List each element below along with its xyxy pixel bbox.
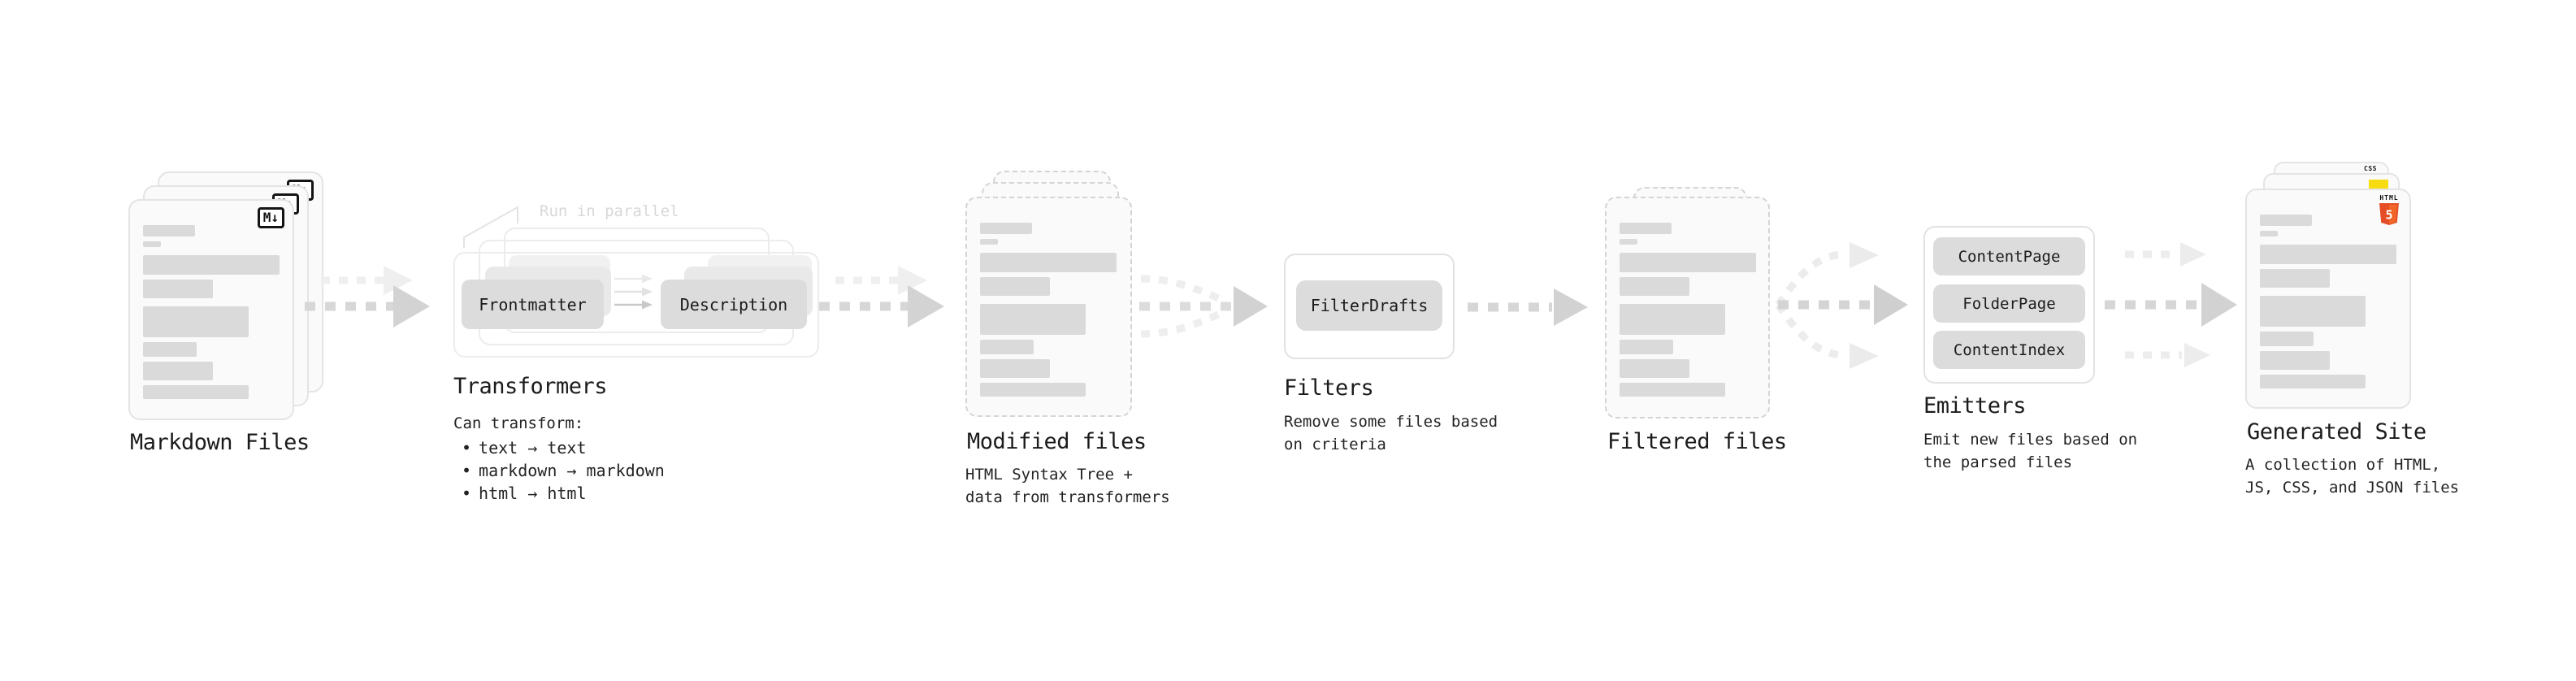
document-card-front: M↓ bbox=[128, 199, 294, 420]
flow-arrow-emitters-to-generated bbox=[2105, 242, 2237, 367]
placeholder-text-bar bbox=[2260, 245, 2396, 264]
chip-filterdrafts: FilterDrafts bbox=[1296, 280, 1442, 331]
placeholder-text-bar bbox=[1620, 239, 1637, 245]
placeholder-text-bar bbox=[143, 385, 249, 399]
placeholder-text-bar bbox=[1620, 359, 1689, 378]
placeholder-text-bar bbox=[2260, 269, 2330, 288]
javascript-icon bbox=[2369, 180, 2388, 191]
node-label-modified-files: Modified files bbox=[967, 429, 1147, 454]
bullet-text: text → text bbox=[479, 438, 587, 458]
placeholder-text-bar bbox=[980, 253, 1117, 272]
placeholder-text-bar bbox=[1620, 383, 1725, 397]
placeholder-text-bar bbox=[143, 241, 161, 247]
chip-folderpage: FolderPage bbox=[1933, 284, 2085, 323]
caption-line: HTML Syntax Tree + bbox=[965, 466, 1133, 484]
placeholder-text-bar bbox=[143, 306, 249, 337]
transformers-caption-title: Can transform: bbox=[453, 414, 584, 432]
node-markdown-files: M↓ M↓ M↓ Markdown Files bbox=[128, 171, 340, 480]
placeholder-text-bar bbox=[980, 383, 1086, 397]
caption-line: Remove some files based bbox=[1284, 413, 1498, 431]
placeholder-text-bar bbox=[143, 225, 195, 236]
caption-line: on criteria bbox=[1284, 436, 1386, 453]
node-label-filters: Filters bbox=[1284, 375, 1374, 401]
placeholder-text-bar bbox=[143, 255, 280, 275]
document-card-front bbox=[1605, 197, 1770, 419]
node-emitters: ContentPage FolderPage ContentIndex Emit… bbox=[1923, 226, 2167, 486]
emitters-caption: Emit new files based on the parsed files bbox=[1923, 428, 2137, 474]
generated-site-caption: A collection of HTML, JS, CSS, and JSON … bbox=[2245, 453, 2459, 499]
placeholder-text-bar bbox=[2260, 231, 2278, 236]
placeholder-text-bar bbox=[980, 239, 998, 245]
transformer-layer-front bbox=[453, 252, 819, 358]
bullet-item: • html → html bbox=[462, 482, 665, 505]
placeholder-text-bar bbox=[1620, 304, 1725, 335]
node-modified-files: Modified files HTML Syntax Tree + data f… bbox=[965, 171, 1177, 512]
bullet-glyph: • bbox=[462, 438, 472, 458]
placeholder-text-bar bbox=[980, 277, 1050, 296]
placeholder-text-bar bbox=[980, 359, 1050, 378]
annotation-bracket-line bbox=[463, 206, 518, 248]
bullet-glyph: • bbox=[462, 484, 472, 503]
chip-flow-arrow-icon bbox=[614, 300, 653, 310]
chip-flow-arrow-icon bbox=[614, 274, 653, 284]
caption-line: Emit new files based on bbox=[1923, 431, 2138, 449]
placeholder-text-bar bbox=[1620, 253, 1756, 272]
bullet-item: • text → text bbox=[462, 436, 665, 459]
caption-line: JS, CSS, and JSON files bbox=[2245, 479, 2460, 497]
placeholder-text-bar bbox=[2260, 296, 2366, 327]
placeholder-text-bar bbox=[143, 362, 213, 380]
chip-contentindex: ContentIndex bbox=[1933, 331, 2085, 369]
placeholder-text-bar bbox=[2260, 332, 2314, 346]
placeholder-text-bar bbox=[143, 342, 197, 357]
document-card-front: HTML 5 bbox=[2245, 189, 2411, 409]
node-generated-site: CSS HTML 5 Generated Site A collection o… bbox=[2245, 162, 2473, 503]
flow-arrow-transformers-to-modified bbox=[819, 266, 944, 327]
placeholder-text-bar bbox=[2260, 351, 2330, 370]
flow-arrow-filters-to-filtered bbox=[1468, 288, 1588, 326]
markdown-icon: M↓ bbox=[257, 207, 284, 228]
placeholder-text-bar bbox=[1620, 277, 1689, 296]
modified-files-caption: HTML Syntax Tree + data from transformer… bbox=[965, 463, 1170, 509]
html5-label: HTML bbox=[2379, 194, 2399, 202]
node-transformers: Run in parallel Frontmatter Description … bbox=[453, 202, 835, 536]
run-in-parallel-annotation: Run in parallel bbox=[540, 202, 679, 220]
placeholder-text-bar bbox=[980, 340, 1034, 354]
flow-arrow-modified-to-filters bbox=[1139, 275, 1268, 338]
placeholder-text-bar bbox=[1620, 223, 1672, 234]
placeholder-text-bar bbox=[1620, 340, 1673, 354]
bullet-item: • markdown → markdown bbox=[462, 459, 665, 482]
node-label-emitters: Emitters bbox=[1923, 393, 2027, 419]
chip-flow-arrow-icon bbox=[614, 287, 653, 297]
bullet-text: markdown → markdown bbox=[479, 461, 665, 480]
flow-arrow-filtered-to-emitters bbox=[1775, 242, 1908, 369]
chip-contentpage: ContentPage bbox=[1933, 237, 2085, 275]
css-label: CSS bbox=[2364, 165, 2377, 172]
placeholder-text-bar bbox=[2260, 375, 2366, 388]
flow-arrow-markdown-to-transformers bbox=[305, 266, 430, 327]
placeholder-text-bar bbox=[143, 280, 213, 298]
placeholder-text-bar bbox=[980, 304, 1086, 335]
bullet-text: html → html bbox=[479, 484, 587, 503]
filters-caption: Remove some files based on criteria bbox=[1284, 410, 1498, 456]
placeholder-text-bar bbox=[980, 223, 1032, 234]
bullet-glyph: • bbox=[462, 461, 472, 480]
placeholder-text-bar bbox=[2260, 215, 2312, 226]
chip-description: Description bbox=[661, 280, 807, 329]
transformers-bullet-list: • text → text • markdown → markdown • html … bbox=[462, 436, 665, 505]
document-card-front bbox=[965, 197, 1132, 417]
node-label-markdown-files: Markdown Files bbox=[130, 430, 310, 455]
node-filters: FilterDrafts Filters Remove some files b… bbox=[1284, 254, 1528, 481]
node-label-filtered-files: Filtered files bbox=[1607, 429, 1787, 454]
node-label-transformers: Transformers bbox=[453, 374, 608, 399]
html5-icon: HTML 5 bbox=[2376, 194, 2402, 225]
chip-frontmatter: Frontmatter bbox=[462, 280, 604, 329]
caption-line: the parsed files bbox=[1923, 453, 2073, 471]
svg-text:5: 5 bbox=[2385, 208, 2392, 223]
caption-line: A collection of HTML, bbox=[2245, 456, 2441, 474]
node-filtered-files: Filtered files bbox=[1605, 187, 1816, 479]
caption-line: data from transformers bbox=[965, 488, 1170, 506]
node-label-generated-site: Generated Site bbox=[2247, 419, 2426, 445]
